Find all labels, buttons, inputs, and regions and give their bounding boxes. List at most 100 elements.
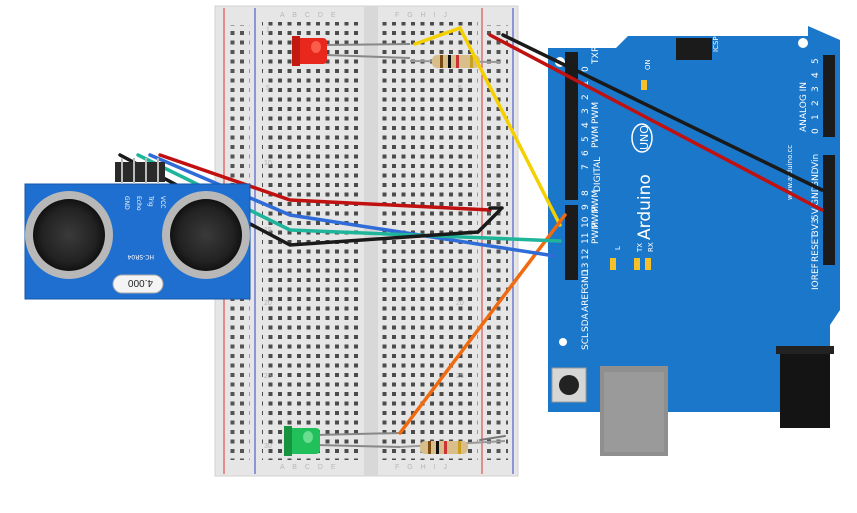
row-number-15: 15	[264, 227, 272, 234]
row-number-20-right: 20	[456, 300, 464, 307]
on-led-label: ON	[644, 59, 652, 70]
power-pin-5v: 5V	[811, 207, 821, 220]
power-pin-gnd-1: GND	[811, 167, 821, 188]
digital-pin-8: 8	[581, 190, 591, 196]
row-number-10: 10	[264, 160, 272, 167]
analog-pin-4: 4	[811, 72, 821, 78]
power-pin-gnd-2: GND	[811, 185, 821, 206]
wire-green-sensor-echo	[136, 153, 562, 243]
pwm-label-5: PWM	[591, 222, 601, 244]
tx-pin-label: TX	[591, 52, 601, 65]
pwm-label-2: PWM	[591, 126, 601, 148]
digital-pin-1: 1	[581, 80, 591, 86]
digital-pin-11: 11	[581, 233, 591, 244]
column-letters-left-bottom: A B C D E	[280, 464, 339, 471]
sensor-model-label: HC-SR04	[127, 253, 154, 260]
digital-pin-10: 10	[581, 216, 591, 228]
analog-pin-3: 3	[811, 86, 821, 92]
arduino-brand: Arduino	[635, 174, 655, 240]
row-number-20: 20	[264, 300, 272, 307]
analog-pin-5: 5	[811, 58, 821, 64]
pwm-label-3: PWM	[591, 190, 601, 212]
resistor-top	[409, 55, 501, 68]
icsp-header	[676, 38, 712, 60]
digital-pin-0: 0	[581, 66, 591, 72]
analog-pin-0: 0	[811, 128, 821, 134]
arduino-uno-board: ICSP Arduino UNO www.arduino.cc ON L TX …	[548, 26, 840, 456]
icsp-label: ICSP	[712, 36, 720, 52]
analog-pin-2: 2	[811, 100, 821, 106]
sensor-crystal	[112, 274, 164, 294]
wire-black-ground-rail	[501, 33, 824, 192]
column-letters-left-top: A B C D E	[280, 12, 339, 19]
digital-pin-9: 9	[581, 204, 591, 210]
digital-pin-7: 7	[581, 164, 591, 170]
gnd-pin-label: GND	[581, 269, 591, 290]
wire-yellow	[413, 25, 562, 227]
digital-pin-4: 4	[581, 122, 591, 128]
rx-pin-label: RX	[591, 40, 601, 52]
analog-pin-1: 1	[811, 114, 821, 120]
power-jack	[780, 350, 830, 428]
reset-button-cap[interactable]	[559, 375, 579, 395]
pwm-label-1: PWM	[591, 102, 601, 124]
power-pin-vin: Vin	[811, 154, 821, 168]
sensor-crystal-label: 4.000	[128, 277, 153, 288]
wire-black-led-ground	[479, 435, 506, 441]
digital-pin-12: 12	[581, 249, 591, 260]
hc-sr04-sensor: GND Echo Trig VCC HC-SR04 4.000	[24, 158, 251, 300]
power-pin-3v3: 3V3	[811, 218, 821, 236]
sensor-pin-trig: Trig	[147, 195, 154, 207]
digital-pin-13: 13	[581, 263, 591, 274]
wire-blue-sensor-trig	[148, 153, 557, 258]
digital-label: DIGITAL	[593, 157, 603, 192]
mounting-hole	[798, 38, 808, 48]
sensor-pin-echo: Echo	[135, 196, 142, 211]
sensor-pin-gnd: GND	[123, 196, 130, 210]
l-led	[610, 258, 616, 270]
sensor-pin-vcc: VCC	[159, 196, 166, 208]
digital-header	[565, 52, 578, 200]
scl-pin-label: SCL	[581, 333, 591, 350]
row-number-1: 1	[266, 27, 270, 34]
rx-led	[645, 258, 651, 270]
wires	[118, 25, 824, 441]
digital-pin-5: 5	[581, 136, 591, 142]
green-led	[284, 426, 401, 456]
row-number-5: 5	[266, 85, 270, 92]
on-led	[641, 80, 647, 90]
column-letters-right-top: F G H I J	[395, 12, 450, 19]
resistor-bottom	[399, 440, 506, 454]
l-led-label: L	[614, 246, 622, 250]
aref-pin-label: AREF	[581, 289, 591, 312]
row-number-30: 30	[264, 443, 272, 450]
sda-pin-label: SDA	[581, 313, 591, 332]
analog-header	[823, 55, 835, 137]
digital-pin-6: 6	[581, 150, 591, 156]
digital-pin-3: 3	[581, 108, 591, 114]
digital-header-lower	[565, 205, 578, 280]
wire-orange	[398, 213, 567, 435]
row-number-25-right: 25	[456, 373, 464, 380]
arduino-website: www.arduino.cc	[786, 145, 794, 200]
pwm-label-4: PWM	[591, 206, 601, 228]
tx-led-label: TX	[636, 243, 644, 253]
row-number-25: 25	[264, 373, 272, 380]
rx-led-label: RX	[647, 242, 655, 252]
column-letters-right-bottom: F G H I J	[395, 464, 450, 471]
wire-red-power-rail	[488, 33, 824, 212]
power-pin-reset: RESET	[811, 233, 821, 262]
digital-pin-2: 2	[581, 94, 591, 100]
wire-red-sensor-vcc	[158, 153, 492, 212]
mounting-hole	[559, 338, 567, 346]
power-pin-ioref: IOREF	[811, 263, 821, 290]
arduino-model: UNO	[638, 125, 651, 150]
arduino-logo: Arduino UNO	[631, 123, 655, 240]
analog-in-label: ANALOG IN	[799, 82, 809, 132]
right-rail-holes	[486, 25, 508, 460]
tx-led	[634, 258, 640, 270]
red-led	[292, 36, 411, 66]
power-header	[823, 155, 835, 265]
row-number-5-right: 5	[458, 85, 462, 92]
